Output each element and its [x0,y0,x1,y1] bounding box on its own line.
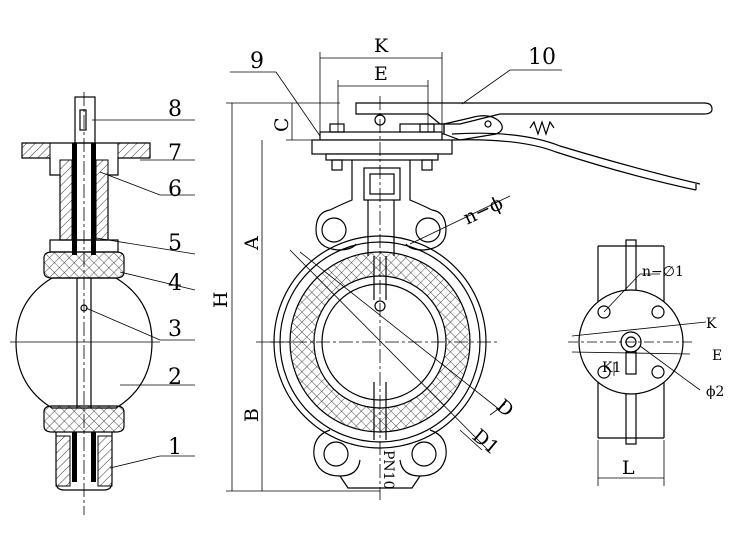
top-flange-view: n−∅1 K E K1 ϕ2 L [568,239,724,486]
dim-label-d: D [492,395,518,422]
dim-label-d1: D1 [468,425,503,459]
part-number-9: 9 [250,49,264,74]
dim-label-b: B [241,408,263,422]
dim-label-k-small: K [706,316,717,332]
part-number-7: 7 [168,141,182,166]
dim-label-phi2: ϕ2 [706,384,724,400]
part-number-6: 6 [168,177,182,202]
part-number-leaders [85,119,196,469]
part-numbers: 8 7 6 5 4 3 2 1 9 10 [168,45,556,460]
dim-label-a: A [241,236,263,251]
part-number-2: 2 [168,365,182,390]
dim-label-h: H [210,291,232,308]
dim-label-n-phi: n−ϕ [460,192,507,229]
dim-label-l: L [622,457,635,479]
body-mark-pn10: PN10 [380,450,396,489]
dim-label-e: E [374,63,388,85]
part-number-8: 8 [168,97,182,122]
dim-label-k: K [374,35,389,57]
side-section-view [10,92,160,515]
dim-label-e-small: E [712,348,722,364]
part-number-3: 3 [168,317,182,342]
part-number-10: 10 [528,45,556,70]
part-number-5: 5 [168,231,182,256]
part-number-1: 1 [168,435,182,460]
dim-label-c: C [271,117,293,132]
dim-label-n-phi1: n−∅1 [642,264,684,280]
front-view: H C A B K E [210,35,713,500]
dim-label-k1: K1 [602,360,621,376]
part-number-4: 4 [168,271,182,296]
